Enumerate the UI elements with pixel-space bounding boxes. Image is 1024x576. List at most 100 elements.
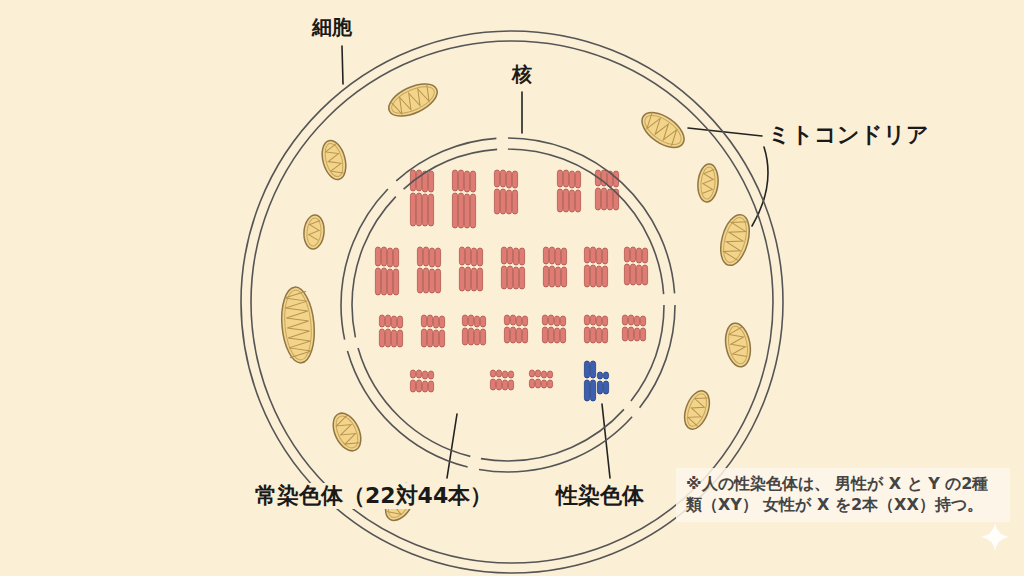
chromatid-arm xyxy=(385,315,390,327)
chromatid-arm xyxy=(522,328,527,343)
chromatid-arm xyxy=(548,315,553,325)
chromatid-arm xyxy=(385,329,390,347)
chromosome xyxy=(490,370,501,390)
chromatid-arm xyxy=(510,315,515,325)
mitochondrion-inner xyxy=(282,289,314,361)
chromatid-arm xyxy=(416,370,421,378)
chromatid-arm xyxy=(602,328,607,343)
chromatid-arm xyxy=(557,170,562,187)
chromatid-arm xyxy=(416,193,421,226)
chromatid-arm xyxy=(452,170,457,191)
chromatid-arm xyxy=(391,330,396,347)
chromosome xyxy=(555,248,566,287)
chromosome xyxy=(542,315,553,343)
mitochondrion-cristae xyxy=(334,415,359,448)
chromatid-arm xyxy=(381,247,386,266)
chromatid-arm xyxy=(439,330,444,347)
mitochondrion-outer xyxy=(636,106,690,155)
nucleus-outline-shape xyxy=(340,137,676,473)
chromatid-arm xyxy=(630,264,635,285)
chromosome xyxy=(501,247,512,289)
chromosome xyxy=(543,247,554,287)
leader-line xyxy=(521,92,523,133)
sparkle-mark xyxy=(981,523,1009,551)
cell-label-holder: 細胞 xyxy=(312,15,352,39)
chromatid-arm xyxy=(468,315,473,326)
chromatid-arm xyxy=(575,190,580,212)
chromatid-arm xyxy=(464,171,469,192)
mitochondrion-outer xyxy=(279,286,318,364)
mitochondrion-outer xyxy=(318,138,350,182)
chromatid-arm xyxy=(513,267,518,289)
chromatid-arm xyxy=(439,316,444,328)
chromatid-arm xyxy=(427,329,432,347)
mitochondrion xyxy=(716,212,755,269)
chromatid-arm xyxy=(471,268,476,291)
organelles xyxy=(279,77,755,525)
chromosome xyxy=(433,316,444,347)
chromatid-arm xyxy=(459,247,464,265)
chromatid-arm xyxy=(452,193,457,228)
chromosome-label-holder: 常染色体（22対44本） xyxy=(252,483,495,509)
chromatid-arm xyxy=(590,361,595,378)
mitochondrion xyxy=(636,106,690,155)
chromatid-arm xyxy=(575,171,580,188)
nuclear-envelope xyxy=(341,138,675,472)
chromatid-arm xyxy=(435,269,440,293)
chromatid-arm xyxy=(603,381,608,394)
chromatid-arm xyxy=(630,247,635,262)
chromosome xyxy=(557,170,568,212)
chromatid-arm xyxy=(504,315,509,325)
chromosome xyxy=(464,171,475,228)
chromatid-arm xyxy=(607,189,612,210)
mitochondrion-inner xyxy=(322,142,346,179)
chromosome xyxy=(391,316,402,347)
chromatid-arm xyxy=(548,327,553,343)
mitochondrion-cristae xyxy=(308,220,320,241)
chromatid-arm xyxy=(569,190,574,212)
chromatid-arm xyxy=(480,316,485,327)
chromatid-arm xyxy=(502,380,507,390)
mitochondrion xyxy=(328,409,367,455)
chromatid-arm xyxy=(416,380,421,392)
chromatid-arm xyxy=(501,247,506,264)
cell-label: 細胞 xyxy=(312,15,352,39)
chromatid-arm xyxy=(596,316,601,326)
chromatid-arm xyxy=(529,370,534,377)
mitochondrion xyxy=(722,321,753,368)
chromatid-arm xyxy=(474,329,479,345)
chromatid-arm xyxy=(500,170,505,187)
chromatid-arm xyxy=(428,371,433,379)
nucleus-label-holder: 核 xyxy=(512,62,532,86)
chromatid-arm xyxy=(590,247,595,263)
mitochondrion-inner xyxy=(726,325,750,366)
chromatid-arm xyxy=(421,329,426,347)
chromatid-arm xyxy=(381,268,386,295)
chromosome-label-holder: 性染色体 xyxy=(553,483,647,509)
chromatid-arm xyxy=(494,189,499,214)
chromatid-arm xyxy=(423,268,428,293)
chromatid-arm xyxy=(555,267,560,287)
chromatid-arm xyxy=(428,171,433,192)
chromatid-arm xyxy=(516,316,521,326)
leader-line xyxy=(342,46,343,84)
chromosome-label: 常染色体（22対44本） xyxy=(252,483,495,509)
chromatid-arm xyxy=(422,194,427,226)
chromatid-arm xyxy=(410,370,415,378)
chromatid-arm xyxy=(602,248,607,264)
chromosome xyxy=(516,316,527,343)
mitochondrion xyxy=(318,138,350,182)
chromatid-arm xyxy=(628,315,633,325)
chromatid-arm xyxy=(387,248,392,267)
chromatid-arm xyxy=(433,330,438,347)
mitochondrion-cristae xyxy=(686,394,708,426)
chromatid-arm xyxy=(519,248,524,265)
chromatid-arm xyxy=(428,381,433,392)
chromatid-arm xyxy=(636,265,641,285)
chromatid-arm xyxy=(555,248,560,265)
chromatid-arm xyxy=(547,380,552,388)
chromatid-arm xyxy=(501,266,506,289)
chromatid-arm xyxy=(410,193,415,226)
chromatid-arm xyxy=(470,171,475,192)
chromosome xyxy=(506,171,517,214)
